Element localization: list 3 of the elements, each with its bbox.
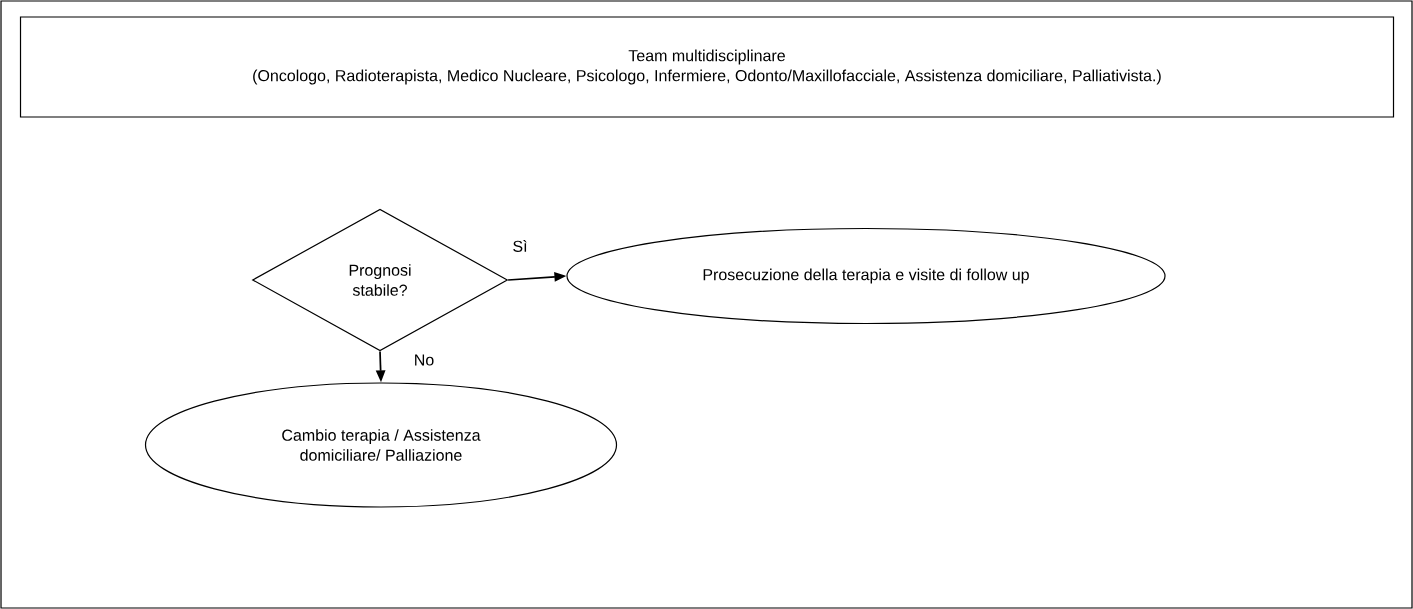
edge-label: Sì: [511, 238, 529, 254]
team-box: Team multidisciplinare (Oncologo, Radioterapista, Medico Nucleare, Psicologo, Infermiere, Odonto/Maxillofacciale, Assistenza domiciliare, Palliativista.): [19, 16, 1395, 118]
edge-label: No: [412, 353, 436, 367]
